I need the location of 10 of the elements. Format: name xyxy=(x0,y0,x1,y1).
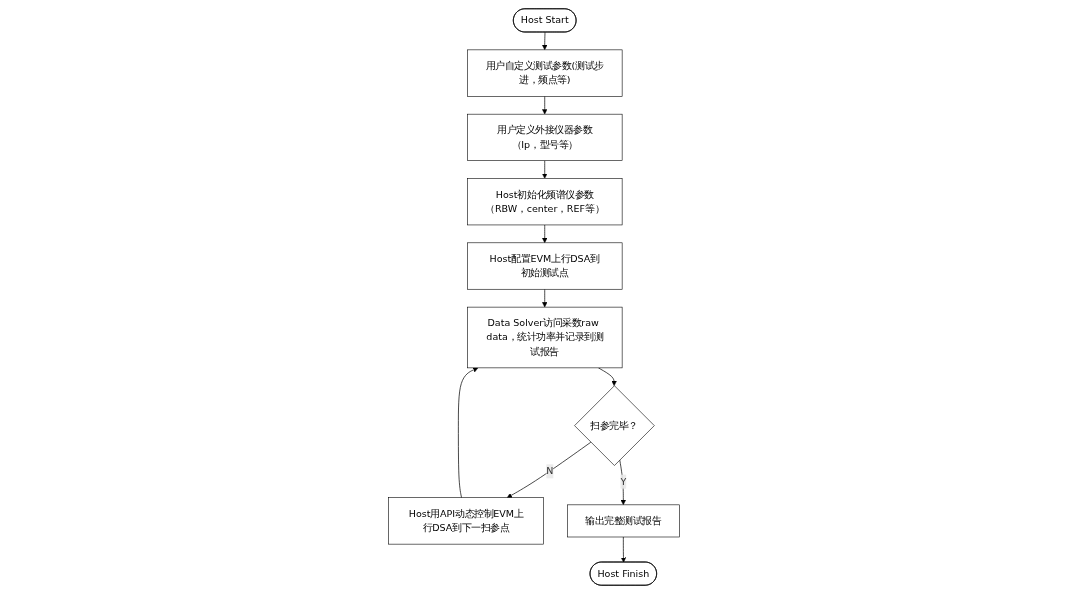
edge-label: N xyxy=(546,465,554,477)
node-box: Data Solver访问采数raw data，统计功率并记录到测试报告 xyxy=(467,306,623,369)
node-diamond: 扫参完毕？ xyxy=(574,385,655,466)
node-box: Host用API动态控制EVM上行DSA到下一扫参点 xyxy=(388,497,544,545)
node-box: Host配置EVM上行DSA到初始测试点 xyxy=(467,242,623,290)
node-box: 输出完整测试报告 xyxy=(567,504,680,538)
edge-label: Y xyxy=(620,475,627,487)
node-box: Host初始化频谱仪参数（RBW，center，REF等） xyxy=(467,178,623,226)
node-box: 用户自定义测试参数(测试步进，频点等) xyxy=(467,49,623,97)
node-box: 用户定义外接仪器参数（Ip，型号等） xyxy=(467,113,623,161)
